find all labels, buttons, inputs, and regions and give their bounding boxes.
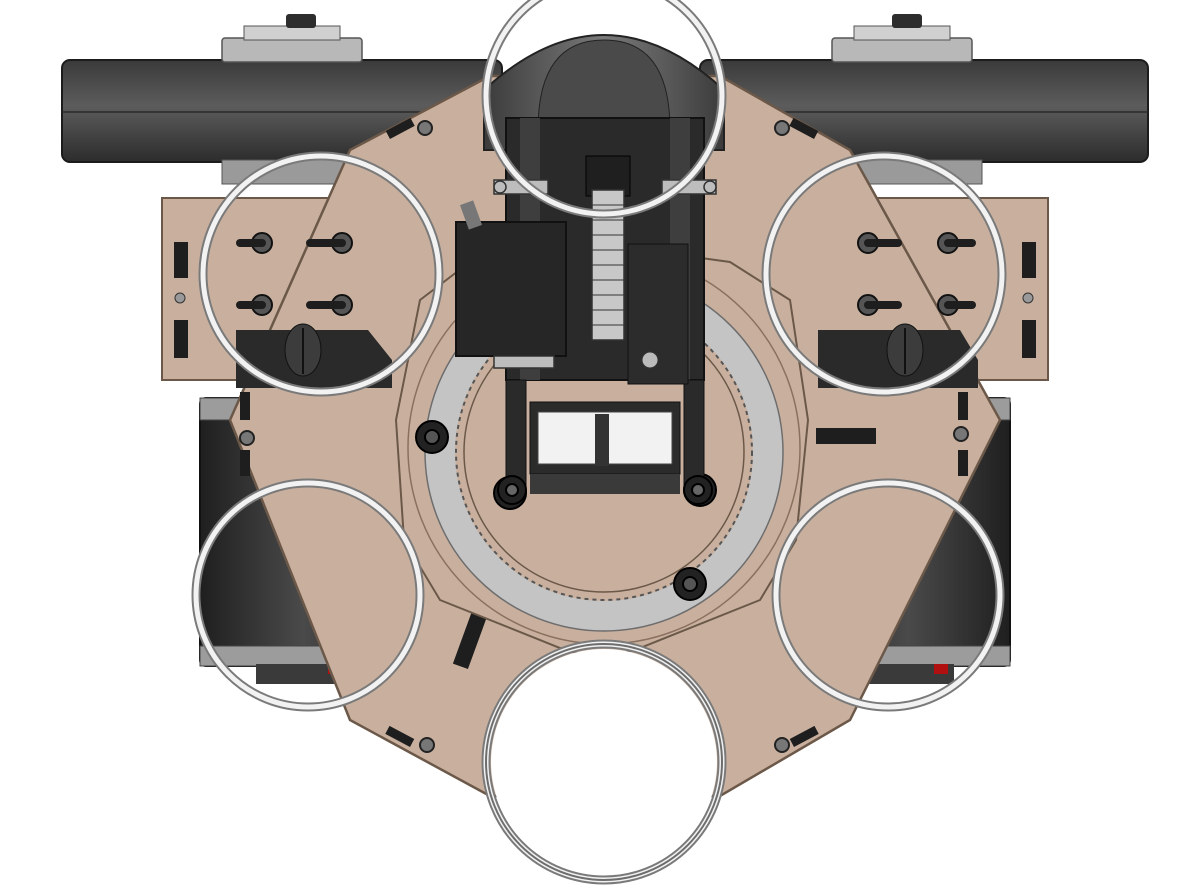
bottom-ring-opening [491,649,717,875]
linear-slider [529,401,681,494]
spur-gear [585,155,631,341]
servo-motor [455,200,567,357]
bottom-ring-outline [485,643,723,881]
right-caster-housing [818,323,978,388]
bracket-feet-bolts [497,475,713,505]
pinion-plate [627,243,689,385]
left-caster-housing [236,323,392,388]
